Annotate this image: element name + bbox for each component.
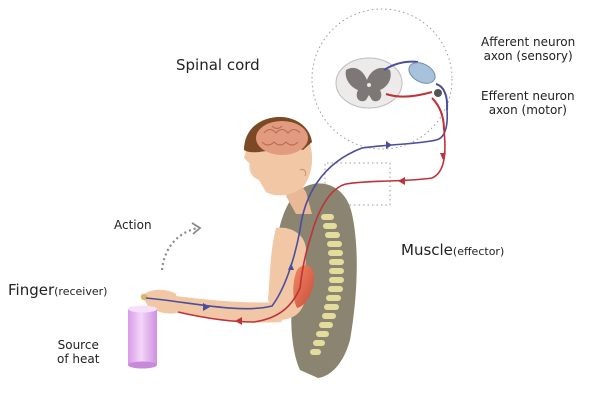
spinal-cord-section [335, 57, 433, 109]
fingertip [140, 293, 148, 301]
spinal-cord-label: Spinal cord [176, 56, 260, 74]
efferent-nerve [177, 129, 446, 323]
finger-label: Finger(receiver) [8, 281, 108, 299]
afferent-nerve [145, 109, 449, 310]
head [244, 116, 313, 196]
action-arrow [160, 226, 199, 271]
biceps-muscle [293, 265, 314, 308]
forearm [168, 295, 282, 323]
heat-source [128, 305, 157, 369]
zoom-circle [311, 8, 453, 150]
spine [310, 214, 344, 355]
heat-source-label: Source of heat [57, 338, 100, 366]
muscle-label: Muscle(effector) [401, 241, 505, 259]
efferent-neuron-label: Efferent neuron axon (motor) [481, 89, 575, 117]
ganglion [408, 62, 436, 84]
action-label: Action [114, 218, 152, 232]
afferent-neuron-label: Afferent neuron axon (sensory) [481, 35, 576, 63]
